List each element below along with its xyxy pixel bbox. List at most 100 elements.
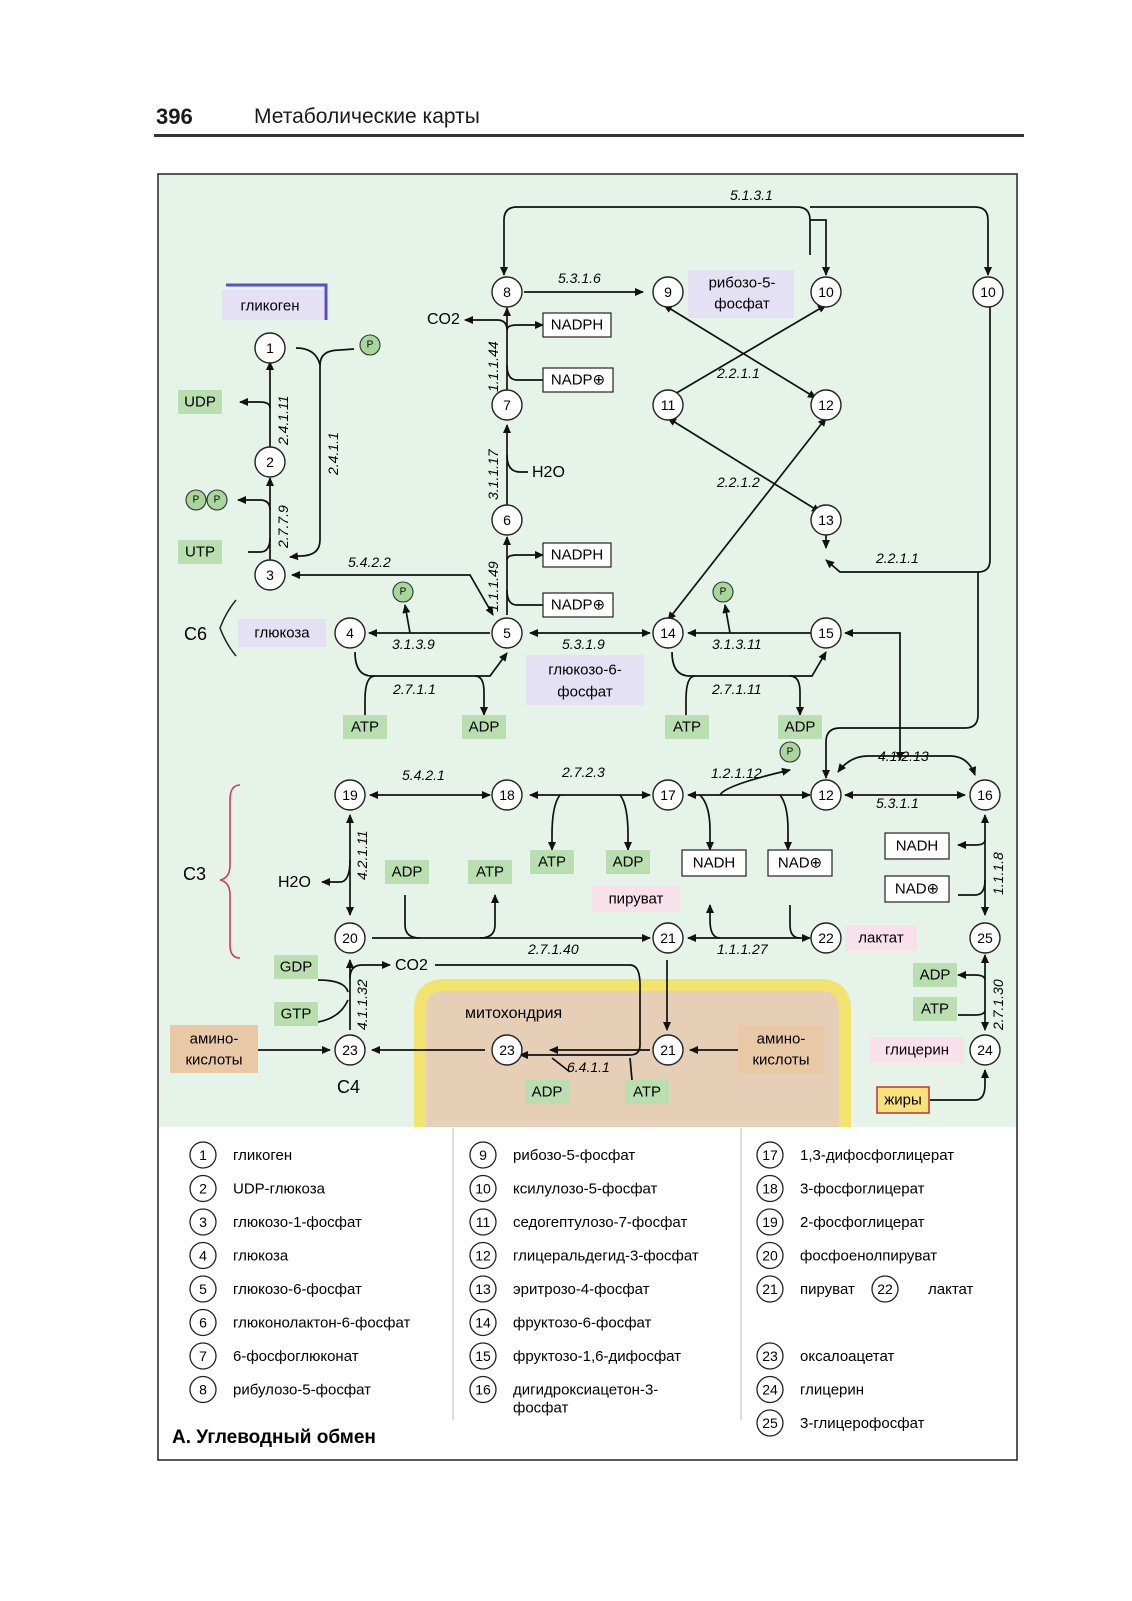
- svg-text:амино-: амино-: [190, 1031, 239, 1048]
- svg-text:ADP: ADP: [532, 1084, 563, 1101]
- node-23b: 23: [491, 1034, 523, 1066]
- svg-text:пируват: пируват: [800, 1281, 855, 1298]
- svg-text:1,3-дифосфоглицерат: 1,3-дифосфоглицерат: [800, 1147, 954, 1164]
- nadp-label: NADP⊕: [542, 592, 614, 618]
- atp-label: ATP: [468, 860, 512, 884]
- adp-label: ADP: [913, 963, 957, 987]
- node-3: 3: [254, 559, 286, 591]
- ec-1-1-1-44: 1.1.1.44: [485, 341, 501, 392]
- node-1: 1: [254, 332, 286, 364]
- svg-text:P: P: [787, 747, 794, 758]
- svg-text:NADPH: NADPH: [551, 317, 604, 334]
- node-12a: 12: [810, 389, 842, 421]
- svg-text:17: 17: [660, 787, 676, 803]
- ec-5-4-2-1: 5.4.2.1: [402, 767, 445, 783]
- page-header: 396 Метаболические карты: [154, 102, 1024, 142]
- svg-text:P: P: [367, 340, 374, 351]
- legend-item: 3 глюкозо-1-фосфат: [189, 1208, 362, 1236]
- svg-text:гликоген: гликоген: [240, 298, 299, 315]
- svg-text:23: 23: [762, 1348, 778, 1364]
- ec-2-7-1-11: 2.7.1.11: [711, 681, 762, 697]
- page-number: 396: [156, 104, 193, 129]
- svg-text:NADPH: NADPH: [551, 547, 604, 564]
- node-2: 2: [254, 446, 286, 478]
- ec-1-1-1-27: 1.1.1.27: [717, 941, 769, 957]
- ec-6-4-1-1: 6.4.1.1: [567, 1059, 610, 1075]
- svg-text:UDP-глюкоза: UDP-глюкоза: [233, 1181, 326, 1198]
- svg-text:лактат: лактат: [858, 930, 904, 947]
- ec-3-1-1-17: 3.1.1.17: [485, 448, 501, 500]
- svg-text:8: 8: [199, 1382, 207, 1398]
- svg-text:22: 22: [877, 1281, 893, 1297]
- node-8: 8: [491, 276, 523, 308]
- svg-text:ATP: ATP: [673, 719, 701, 736]
- gtp-label: GTP: [274, 1002, 318, 1026]
- ec-2-4-1-11: 2.4.1.11: [275, 395, 291, 446]
- svg-text:21: 21: [660, 930, 676, 946]
- svg-text:14: 14: [475, 1315, 491, 1331]
- g6p-label: глюкозо-6- фосфат: [526, 655, 644, 705]
- svg-text:7: 7: [199, 1348, 207, 1364]
- ec-5-3-1-6: 5.3.1.6: [558, 270, 601, 286]
- svg-text:22: 22: [818, 930, 834, 946]
- svg-text:ATP: ATP: [538, 854, 566, 871]
- svg-text:6: 6: [503, 512, 511, 528]
- svg-text:глюконолактон-6-фосфат: глюконолактон-6-фосфат: [233, 1315, 411, 1332]
- g6p-line2: фосфат: [557, 684, 613, 701]
- svg-text:NAD⊕: NAD⊕: [778, 855, 822, 872]
- node-17: 17: [652, 779, 684, 811]
- adp-label: ADP: [525, 1080, 569, 1104]
- svg-text:UTP: UTP: [185, 544, 215, 561]
- svg-text:19: 19: [762, 1214, 778, 1230]
- svg-text:9: 9: [479, 1147, 487, 1163]
- header-rule: [154, 134, 1024, 137]
- svg-text:4: 4: [346, 625, 354, 641]
- svg-text:фруктозо-6-фосфат: фруктозо-6-фосфат: [513, 1315, 652, 1332]
- svg-text:глюкозо-1-фосфат: глюкозо-1-фосфат: [233, 1214, 362, 1231]
- svg-text:фосфоенолпируват: фосфоенолпируват: [800, 1248, 937, 1265]
- svg-text:P: P: [720, 587, 727, 598]
- figure-caption: А. Углеводный обмен: [172, 1427, 376, 1448]
- svg-text:12: 12: [818, 787, 834, 803]
- node-6: 6: [491, 504, 523, 536]
- svg-text:фруктозо-1,6-дифосфат: фруктозо-1,6-дифосфат: [513, 1348, 681, 1365]
- svg-text:ADP: ADP: [613, 854, 644, 871]
- adp-label: ADP: [385, 860, 429, 884]
- nadph-label: NADPH: [542, 542, 612, 568]
- glycogen-label: гликоген: [222, 283, 328, 320]
- node-20: 20: [334, 922, 366, 954]
- svg-text:ATP: ATP: [351, 719, 379, 736]
- ec-2-2-1-1b: 2.2.1.1: [875, 550, 919, 566]
- svg-text:P: P: [193, 495, 200, 506]
- svg-text:1: 1: [266, 340, 274, 356]
- svg-text:3: 3: [199, 1214, 207, 1230]
- adp-label: ADP: [462, 715, 506, 739]
- svg-text:21: 21: [660, 1042, 676, 1058]
- svg-text:глюкоза: глюкоза: [233, 1248, 289, 1265]
- atp-label: ATP: [665, 715, 709, 739]
- adp-label: ADP: [778, 715, 822, 739]
- ec-1-1-1-49: 1.1.1.49: [485, 561, 501, 612]
- ec-1-2-1-12: 1.2.1.12: [711, 765, 762, 781]
- svg-text:24: 24: [977, 1042, 993, 1058]
- svg-text:кислоты: кислоты: [185, 1052, 242, 1069]
- c6-bracket: [219, 599, 237, 657]
- node-14: 14: [652, 617, 684, 649]
- atp-label: ATP: [913, 997, 957, 1021]
- svg-text:пируват: пируват: [609, 891, 664, 908]
- svg-text:14: 14: [660, 625, 676, 641]
- svg-text:7: 7: [503, 397, 511, 413]
- ec-3-1-3-9: 3.1.3.9: [392, 636, 435, 652]
- svg-text:3-глицерофосфат: 3-глицерофосфат: [800, 1415, 925, 1432]
- node-22: 22: [810, 922, 842, 954]
- page-title: Метаболические карты: [254, 105, 480, 128]
